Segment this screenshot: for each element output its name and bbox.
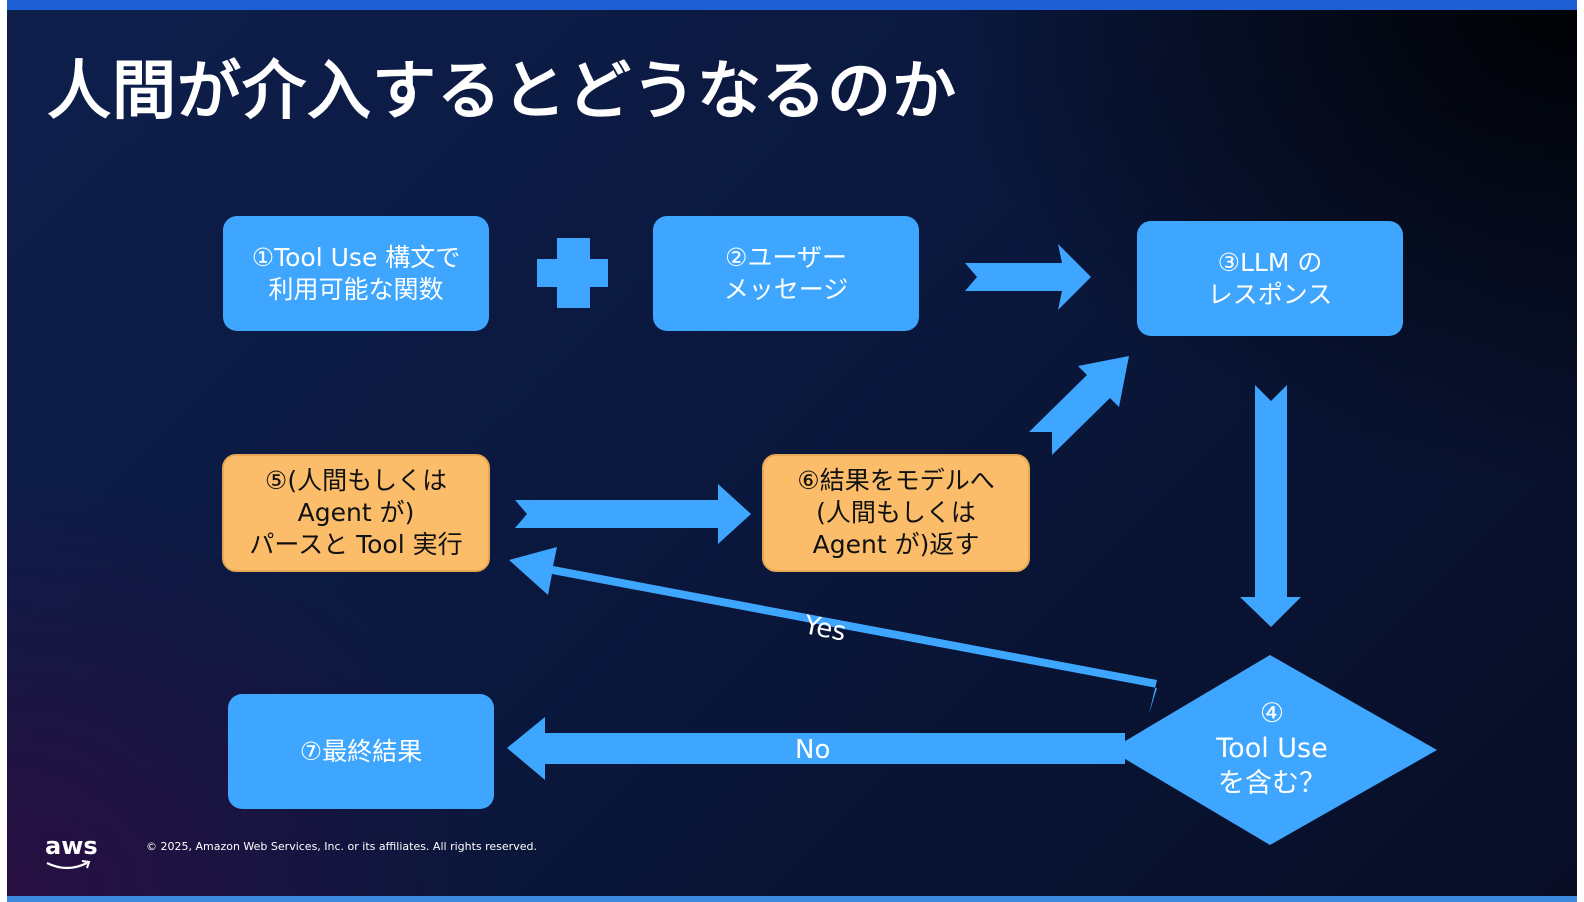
step2-line2: メッセージ: [723, 274, 849, 304]
step5-line2: Agent が): [297, 498, 415, 527]
step7-final-result-box: ⑦最終結果: [228, 694, 494, 809]
step1-line1: ①Tool Use 構文で: [251, 242, 461, 272]
step5-line3: パースと Tool 実行: [249, 530, 463, 559]
plus-icon: [537, 238, 608, 308]
step5-line1: ⑤(人間もしくは: [264, 466, 448, 495]
step3-line2: レスポンス: [1207, 279, 1333, 309]
step5-parse-execute-box: ⑤(人間もしくは Agent が) パースと Tool 実行: [222, 454, 490, 572]
arrow-yes-to-execute: [509, 547, 1157, 714]
step4-line1: ④: [1259, 698, 1285, 729]
aws-logo: aws: [45, 832, 98, 870]
step4-line3: を含む？: [1218, 768, 1326, 799]
step2-user-message-box: ②ユーザー メッセージ: [653, 216, 919, 331]
arrow-down-to-decision: [1240, 385, 1301, 627]
arrow-to-llm-response: [965, 244, 1091, 310]
step6-return-result-box: ⑥結果をモデルへ (人間もしくは Agent が)返す: [762, 454, 1030, 572]
step4-decision-label: ④ Tool Use を含む？: [1182, 696, 1362, 801]
step3-line1: ③LLM の: [1217, 247, 1323, 277]
arrow-result-to-llm: [1029, 356, 1129, 455]
aws-logo-text: aws: [45, 832, 98, 860]
step1-available-functions-box: ①Tool Use 構文で 利用可能な関数: [223, 216, 489, 331]
step6-line2: (人間もしくは: [816, 498, 976, 527]
aws-smile-icon: [46, 860, 91, 870]
step1-line2: 利用可能な関数: [268, 274, 444, 304]
flow-diagram: [507, 238, 1437, 845]
copyright-notice: © 2025, Amazon Web Services, Inc. or its…: [146, 840, 537, 853]
step6-line1: ⑥結果をモデルへ: [797, 466, 995, 495]
arrow-no-to-final-result: [507, 717, 1125, 780]
no-label: No: [795, 735, 831, 765]
step4-line2: Tool Use: [1216, 733, 1328, 764]
slide: 人間が介入するとどうなるのか ①Tool Use 構文で 利用可能な関数 ②ユー…: [7, 0, 1577, 902]
slide-title: 人間が介入するとどうなるのか: [47, 55, 957, 129]
top-accent-bar: [7, 0, 1577, 10]
step6-line3: Agent が)返す: [812, 530, 980, 559]
decision-diamond: [1110, 655, 1437, 845]
arrow-execute-to-result: [515, 484, 751, 544]
step2-line1: ②ユーザー: [725, 242, 847, 272]
bottom-accent-bar: [7, 896, 1577, 902]
step3-llm-response-box: ③LLM の レスポンス: [1137, 221, 1403, 336]
step7-line1: ⑦最終結果: [299, 736, 423, 766]
